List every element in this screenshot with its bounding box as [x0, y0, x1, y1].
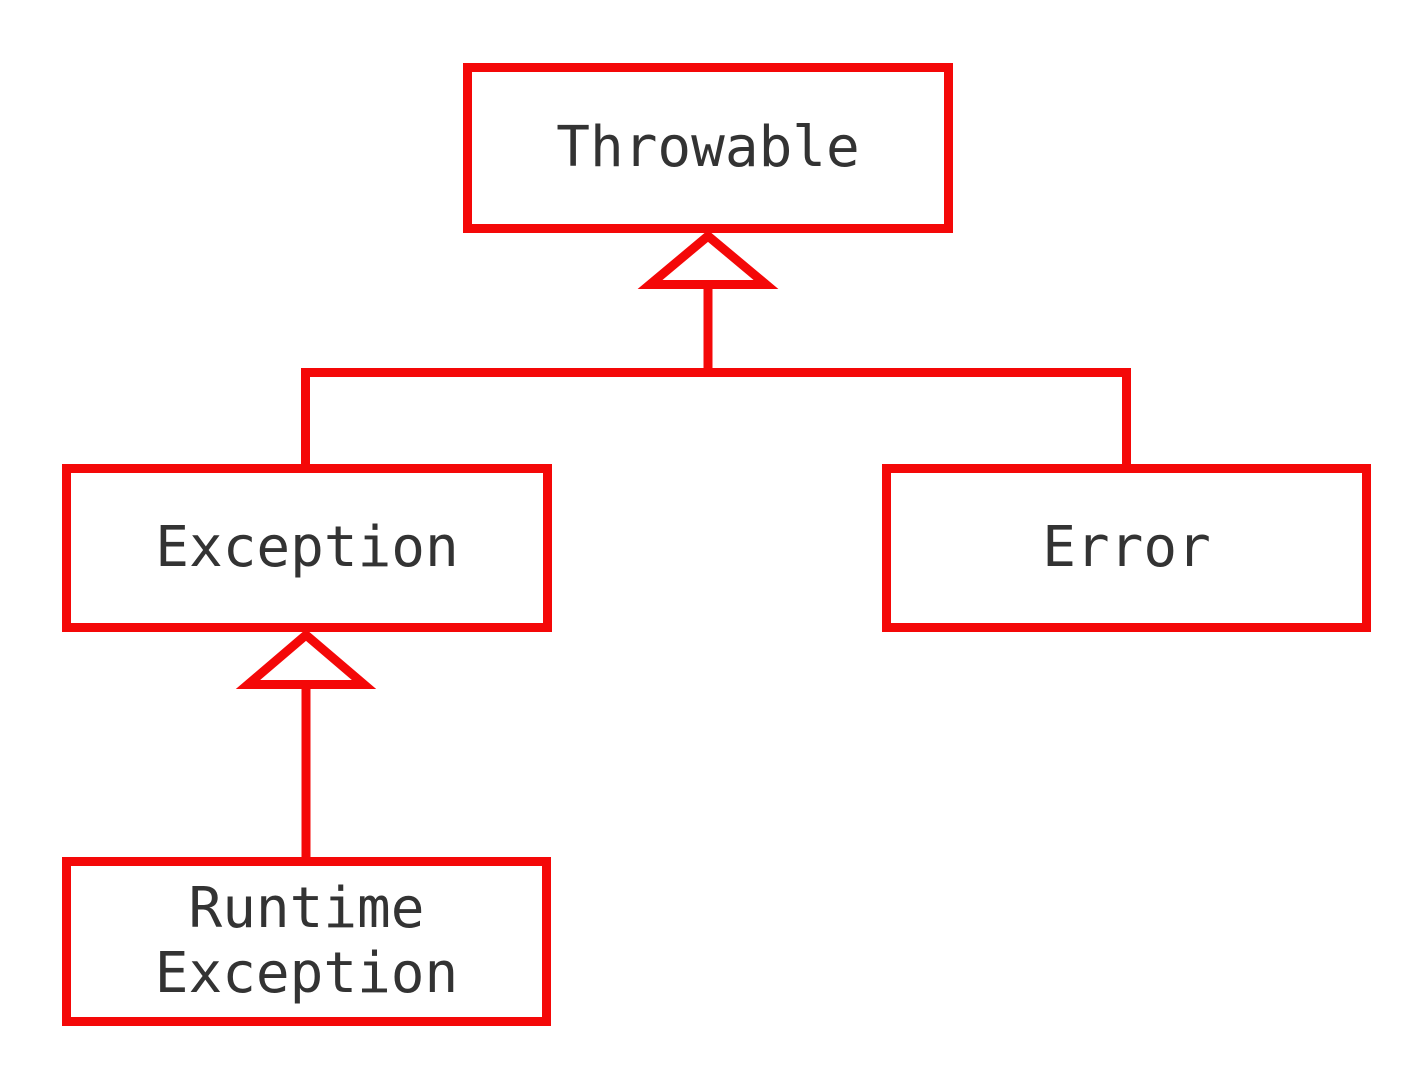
class-label-exception: Exception — [155, 514, 459, 580]
class-label-runtime-exception: Runtime Exception — [154, 875, 459, 1006]
class-box-exception: Exception — [62, 464, 552, 632]
inheritance-arrowhead-exception — [235, 629, 377, 689]
class-box-runtime-exception: Runtime Exception — [62, 857, 551, 1026]
class-box-error: Error — [882, 464, 1371, 632]
inheritance-edge-exception-error-to-throwable — [301, 368, 1131, 470]
inheritance-arrowhead-throwable — [637, 230, 779, 289]
class-label-error: Error — [1042, 514, 1211, 580]
class-label-throwable: Throwable — [556, 114, 860, 180]
class-box-throwable: Throwable — [463, 63, 953, 233]
